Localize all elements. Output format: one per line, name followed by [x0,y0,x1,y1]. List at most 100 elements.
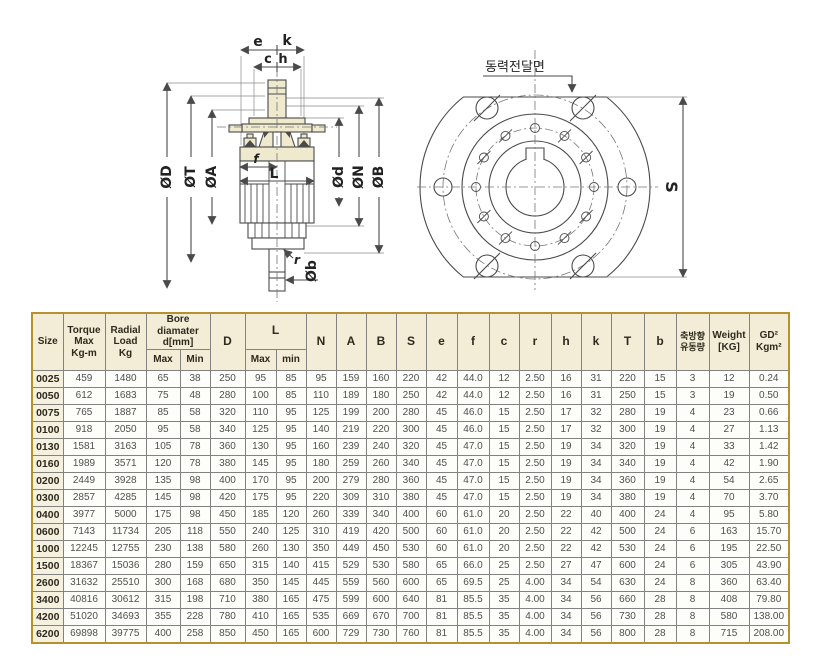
value-cell: 85 [275,386,307,405]
value-cell: 1683 [104,386,147,405]
value-cell: 47.0 [456,437,490,456]
value-cell: 22 [550,539,582,558]
spec-table-header: Size Torque Max Kg-m Radial Load Kg Bore… [31,312,790,371]
col-header-k: k [580,312,612,371]
value-cell: 138 [179,539,211,558]
value-cell: 612 [62,386,106,405]
value-cell: 31632 [62,573,106,592]
value-cell: 12755 [104,539,147,558]
value-cell: 1887 [104,403,147,422]
value-cell: 69898 [62,624,106,643]
value-cell: 2.50 [518,454,552,473]
value-cell: 400 [395,505,427,524]
value-cell: 415 [305,556,337,575]
value-cell: 85.5 [456,624,490,643]
col-header-torque: Torque Max Kg-m [62,312,106,371]
value-cell: 2.50 [518,505,552,524]
value-cell: 3163 [104,437,147,456]
value-cell: 200 [365,403,397,422]
value-cell: 279 [335,471,367,490]
value-cell: 4.00 [518,573,552,592]
size-cell: 0200 [31,471,64,490]
col-subheader-l-min: min [275,348,307,371]
value-cell: 95 [708,505,750,524]
size-cell: 0160 [31,454,64,473]
value-cell: 31 [580,369,612,388]
value-cell: 2.50 [518,386,552,405]
value-cell: 1480 [104,369,147,388]
value-cell: 15036 [104,556,147,575]
value-cell: 42 [580,522,612,541]
value-cell: 15 [488,403,520,422]
value-cell: 8 [675,590,710,609]
value-cell: 2.50 [518,437,552,456]
dim-label-L: L [270,166,279,182]
value-cell: 0.24 [748,369,790,388]
value-cell: 85.5 [456,590,490,609]
value-cell: 15 [488,420,520,439]
spec-table: Size Torque Max Kg-m Radial Load Kg Bore… [31,312,790,644]
value-cell: 2.50 [518,522,552,541]
value-cell: 4 [675,488,710,507]
value-cell: 95 [275,488,307,507]
value-cell: 42 [425,369,458,388]
power-transmission-face-label: 동력전달면 [485,60,545,75]
section-view-geometry [160,45,386,302]
value-cell: 98 [179,505,211,524]
front-view-geometry [417,50,688,290]
value-cell: 360 [610,471,645,490]
value-cell: 1989 [62,454,106,473]
value-cell: 17 [550,420,582,439]
value-cell: 355 [145,607,181,626]
value-cell: 23 [708,403,750,422]
value-cell: 159 [179,556,211,575]
value-cell: 81 [425,607,458,626]
value-cell: 189 [335,386,367,405]
value-cell: 61.0 [456,522,490,541]
value-cell: 1.13 [748,420,790,439]
value-cell: 145 [244,454,277,473]
dim-label-S: S [662,181,681,193]
value-cell: 320 [395,437,427,456]
value-cell: 19 [550,454,582,473]
value-cell: 250 [395,386,427,405]
value-cell: 35 [488,607,520,626]
value-cell: 2857 [62,488,106,507]
value-cell: 280 [145,556,181,575]
value-cell: 300 [395,420,427,439]
value-cell: 140 [275,556,307,575]
dim-label-dia-D: ØD [159,165,175,189]
section-view-drawing: e k c h ØD ØT ØA f L Ød ØN ØB r Øb [159,33,387,302]
value-cell: 170 [244,471,277,490]
col-header-weight: Weight [KG] [708,312,750,371]
value-cell: 95 [275,471,307,490]
value-cell: 34 [580,488,612,507]
value-cell: 6 [675,539,710,558]
value-cell: 4.00 [518,607,552,626]
value-cell: 125 [244,420,277,439]
value-cell: 600 [610,556,645,575]
value-cell: 4 [675,403,710,422]
front-view-drawing: 동력전달면 S [417,50,688,290]
value-cell: 44.0 [456,386,490,405]
value-cell: 6 [675,522,710,541]
value-cell: 2449 [62,471,106,490]
value-cell: 145 [145,488,181,507]
value-cell: 19 [643,454,677,473]
value-cell: 31 [580,386,612,405]
value-cell: 20 [488,539,520,558]
value-cell: 240 [244,522,277,541]
value-cell: 600 [365,590,397,609]
value-cell: 315 [145,590,181,609]
value-cell: 15 [643,369,677,388]
value-cell: 8 [675,573,710,592]
value-cell: 715 [708,624,750,643]
value-cell: 45 [425,454,458,473]
value-cell: 25510 [104,573,147,592]
value-cell: 15 [488,471,520,490]
value-cell: 650 [209,556,246,575]
